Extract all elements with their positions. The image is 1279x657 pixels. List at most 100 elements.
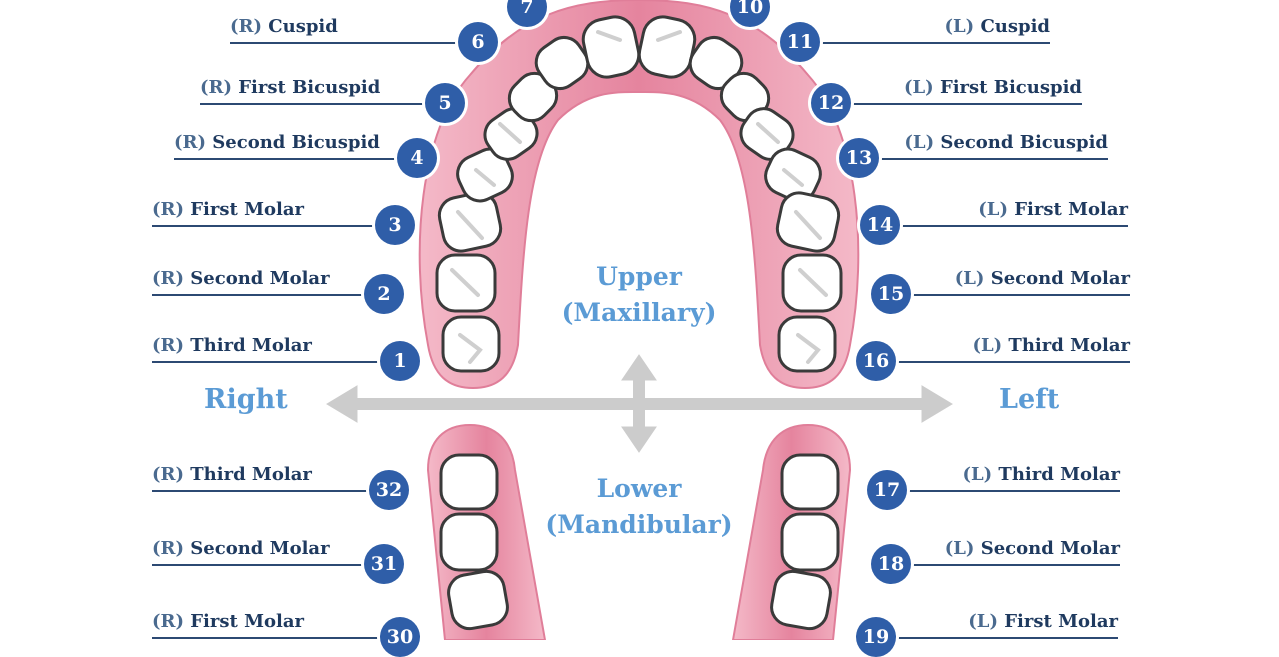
tooth-name: Third Molar [190,335,312,356]
left-first-molar-label: (L) First Molar [978,199,1128,221]
label-underline [152,564,368,566]
side-indicator: (L) [978,199,1008,220]
label-underline [152,637,384,639]
tooth-name: Cuspid [268,16,338,37]
tooth-number-badge: 17 [867,470,907,510]
left-second-bicuspid-label: (L) Second Bicuspid [904,132,1108,154]
tooth-number-badge: 5 [425,83,465,123]
right-direction-label: Right [204,384,288,415]
left-second-molar-label: (L) Second Molar [945,538,1120,560]
tooth-name: Second Molar [980,538,1120,559]
tooth-number-badge: 15 [871,274,911,314]
tooth-number-badge: 3 [375,205,415,245]
tooth-number-badge: 30 [380,617,420,657]
tooth-number-badge: 13 [839,138,879,178]
tooth-number-badge: 1 [380,341,420,381]
side-indicator: (L) [954,268,985,289]
upper-title: Upper [596,262,682,291]
tooth-name: Third Molar [1008,335,1130,356]
tooth-name: First Molar [1004,611,1118,632]
tooth-name: First Molar [190,611,305,632]
side-indicator: (R) [152,268,184,289]
upper-subtitle: (Maxillary) [561,298,717,327]
tooth-grooves [450,30,828,364]
side-indicator: (R) [230,16,262,37]
label-underline [906,490,1120,492]
tooth-number-badge: 10 [730,0,770,27]
dental-arch-diagram [326,0,953,640]
tooth-number-badge: 2 [364,274,404,314]
side-indicator: (R) [152,335,184,356]
tooth-14 [775,191,841,253]
lower-teeth [439,453,840,631]
label-underline [850,103,1082,105]
label-underline [896,361,1130,363]
tooth-19 [770,569,832,631]
tooth-name: First Bicuspid [939,77,1082,98]
tooth-18 [780,512,840,572]
tooth-32 [439,453,499,511]
side-indicator: (R) [152,538,184,559]
tooth-name: Second Bicuspid [940,132,1108,153]
tooth-name: Second Molar [190,268,330,289]
left-first-bicuspid-label: (L) First Bicuspid [904,77,1082,99]
left-direction-label: Left [999,384,1060,415]
tooth-name: Third Molar [190,464,312,485]
dental-chart: Upper (Maxillary) Lower (Mandibular) Rig… [152,0,1130,657]
tooth-name: First Bicuspid [238,77,381,98]
tooth-30 [447,569,509,631]
tooth-name: Cuspid [980,16,1050,37]
left-third-molar-label: (L) Third Molar [972,335,1130,357]
tooth-number-badge: 11 [780,22,820,62]
tooth-3 [437,191,503,253]
tooth-number-badge: 32 [369,470,409,510]
side-indicator: (L) [944,16,975,37]
side-indicator: (L) [903,77,934,98]
tooth-number-badge: 14 [860,205,900,245]
side-indicator: (L) [972,335,1003,356]
right-first-bicuspid-label: (R) First Bicuspid [200,77,380,99]
side-indicator: (L) [944,538,975,559]
side-indicator: (L) [968,611,998,632]
tooth-name: Second Molar [190,538,330,559]
upper-teeth [435,15,843,373]
left-cuspid-label: (L) Cuspid [944,16,1050,38]
tooth-name: Second Molar [990,268,1130,289]
left-third-molar-label: (L) Third Molar [962,464,1120,486]
label-underline [878,158,1108,160]
lower-subtitle: (Mandibular) [545,510,733,539]
right-second-bicuspid-label: (R) Second Bicuspid [174,132,380,154]
tooth-name: Second Bicuspid [212,132,380,153]
tooth-number-badge: 16 [856,341,896,381]
right-third-molar-label: (R) Third Molar [152,464,312,486]
lower-title: Lower [596,474,682,503]
side-indicator: (R) [174,132,206,153]
upper-jaw-label: Upper (Maxillary) [539,259,739,331]
label-underline [230,42,462,44]
tooth-number-badge: 6 [458,22,498,62]
right-cuspid-label: (R) Cuspid [230,16,338,38]
label-underline [152,294,368,296]
tooth-31 [439,512,499,572]
label-underline [200,103,430,105]
right-first-molar-label: (R) First Molar [152,199,304,221]
right-second-molar-label: (R) Second Molar [152,538,330,560]
direction-arrows [326,354,953,453]
right-first-molar-label: (R) First Molar [152,611,304,633]
side-indicator: (R) [152,464,184,485]
label-underline [820,42,1050,44]
tooth-number-badge: 4 [397,138,437,178]
label-underline [912,294,1130,296]
side-indicator: (L) [904,132,935,153]
tooth-name: First Molar [190,199,305,220]
label-underline [910,564,1120,566]
left-first-molar-label: (L) First Molar [968,611,1118,633]
side-indicator: (R) [152,199,184,220]
tooth-17 [780,453,840,511]
right-third-molar-label: (R) Third Molar [152,335,312,357]
tooth-7 [534,35,590,91]
label-underline [896,637,1118,639]
tooth-number-badge: 31 [364,544,404,584]
label-underline [152,225,380,227]
tooth-number-badge: 18 [871,544,911,584]
